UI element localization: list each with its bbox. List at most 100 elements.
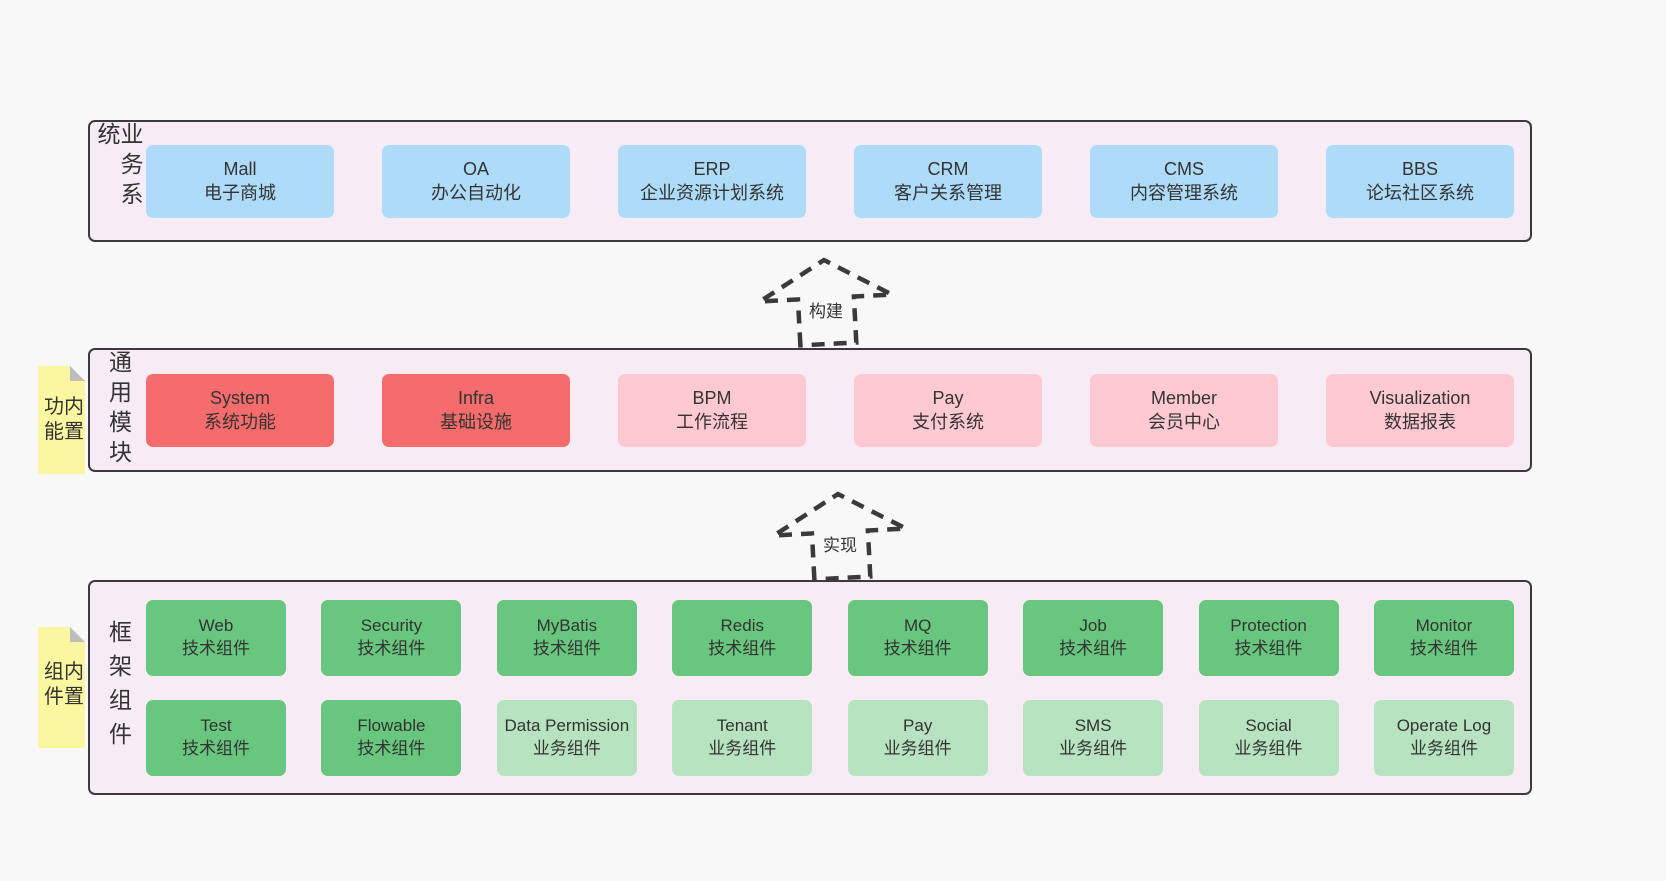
box-infra: Infra 基础设施 [382,373,570,447]
modules-box-area: System 系统功能 Infra 基础设施 BPM 工作流程 Pay 支付系统 Member 会… [146,350,1530,470]
build-arrow: 构建 [751,252,901,348]
box-protection: Protection 技术组件 [1198,599,1339,676]
box-subtitle: 数据报表 [1384,412,1456,432]
box-subtitle: 论坛社区系统 [1366,183,1474,203]
box-subtitle: 技术组件 [883,638,952,658]
box-title: OA [462,158,489,179]
box-subtitle: 业务组件 [1234,738,1303,758]
box-title: Monitor [1415,615,1473,635]
box-member: Member 会员中心 [1090,373,1278,447]
box-flowable: Flowable 技术组件 [321,699,462,776]
folded-corner-icon [70,366,85,381]
box-title: Flowable [357,715,426,735]
box-erp: ERP 企业资源计划系统 [618,144,806,218]
box-subtitle: 支付系统 [912,412,984,432]
components-box-row-2: Test 技术组件 Flowable 技术组件 Data Permission 业务组件 T… [146,699,1514,776]
folded-corner-icon [70,627,85,642]
box-test: Test 技术组件 [146,699,286,776]
box-title: ERP [693,158,731,179]
sticky-note-components-label: 内置组件 [40,659,83,710]
box-title: Tenant [716,715,768,735]
layer-business-label: 业务系统 [94,122,143,212]
box-title: MyBatis [536,615,598,635]
box-title: Job [1079,615,1107,635]
layer-common-modules: 通用模块 System 系统功能 Infra 基础设施 BPM 工作流程 Pay 支付系统 Me… [88,348,1532,472]
modules-box-row: System 系统功能 Infra 基础设施 BPM 工作流程 Pay 支付系统 Member 会… [146,373,1514,447]
box-title: Infra [457,387,495,408]
box-system: System 系统功能 [146,373,334,447]
box-subtitle: 企业资源计划系统 [640,183,784,203]
box-subtitle: 内容管理系统 [1130,183,1238,203]
box-subtitle: 技术组件 [182,738,250,758]
box-data-permission: Data Permission 业务组件 [496,699,637,776]
box-subtitle: 技术组件 [1409,638,1478,658]
box-title: CRM [927,158,969,179]
box-subtitle: 技术组件 [1234,638,1303,658]
layer-label-wrap: 业务系统 [90,122,146,240]
up-arrow-icon [751,257,901,348]
box-mybatis: MyBatis 技术组件 [496,599,637,676]
box-title: Security [360,615,423,635]
box-title: Pay [932,387,964,408]
box-bbs: BBS 论坛社区系统 [1326,144,1514,218]
box-pay: Pay 支付系统 [854,373,1042,447]
box-subtitle: 业务组件 [532,738,601,758]
box-subtitle: 技术组件 [708,638,777,658]
box-subtitle: 技术组件 [1059,638,1128,658]
box-subtitle: 系统功能 [204,412,276,432]
box-subtitle: 技术组件 [357,638,426,658]
layer-label-wrap: 框架组件 [90,582,146,793]
implement-arrow-label: 实现 [820,530,860,557]
box-subtitle: 技术组件 [357,738,426,758]
box-title: Visualization [1369,387,1471,408]
box-title: SMS [1074,715,1112,735]
sticky-note-builtin-components: 内置组件 [38,627,85,748]
box-title: Member [1150,387,1217,408]
box-title: BPM [692,387,732,408]
box-pay: Pay 业务组件 [847,699,988,776]
implement-arrow: 实现 [765,486,915,582]
box-subtitle: 会员中心 [1148,412,1220,432]
box-title: Redis [720,615,764,635]
box-title: CMS [1164,158,1204,179]
box-subtitle: 工作流程 [676,412,748,432]
box-title: Mall [223,158,257,179]
box-subtitle: 业务组件 [883,738,952,758]
box-job: Job 技术组件 [1023,599,1164,676]
box-mall: Mall 电子商城 [146,144,334,218]
box-title: Data Permission [504,715,630,735]
box-subtitle: 基础设施 [440,412,512,432]
box-title: Pay [903,715,933,735]
box-bpm: BPM 工作流程 [618,373,806,447]
layer-components-label: 框架组件 [105,619,132,756]
box-subtitle: 客户关系管理 [894,183,1002,203]
box-crm: CRM 客户关系管理 [854,144,1042,218]
box-subtitle: 技术组件 [532,638,601,658]
box-title: MQ [903,615,932,635]
box-title: System [209,387,270,408]
layer-label-wrap: 通用模块 [90,350,146,470]
box-title: Operate Log [1396,715,1492,735]
box-title: Protection [1230,615,1307,635]
box-visualization: Visualization 数据报表 [1326,373,1514,447]
box-subtitle: 业务组件 [1059,738,1128,758]
box-sms: SMS 业务组件 [1023,699,1164,776]
box-title: Test [200,715,232,735]
build-arrow-label: 构建 [806,296,846,323]
box-subtitle: 电子商城 [204,183,276,203]
up-arrow-icon [765,491,915,582]
box-redis: Redis 技术组件 [672,599,813,676]
box-title: Web [198,615,234,635]
box-title: BBS [1401,158,1439,179]
